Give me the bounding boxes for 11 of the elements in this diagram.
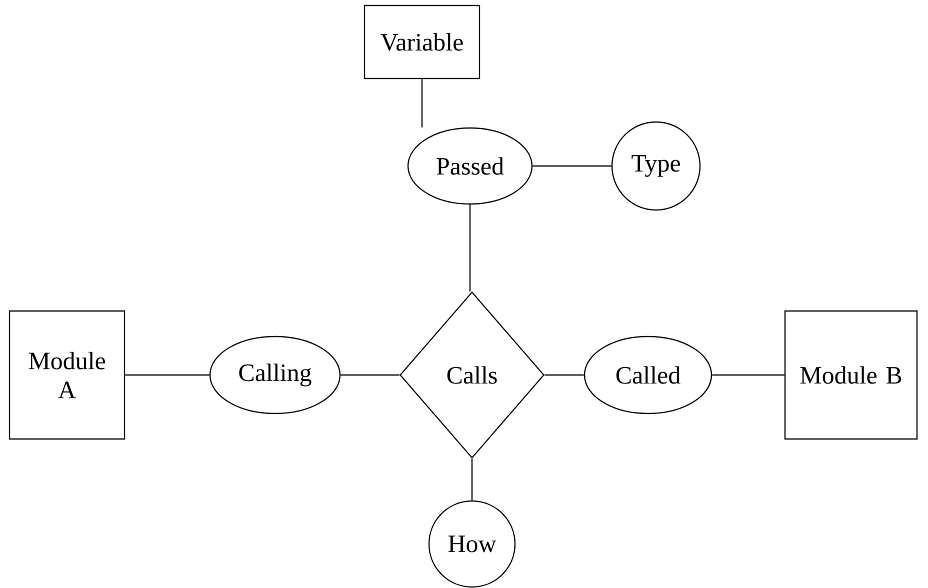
connector-line bbox=[421, 79, 423, 128]
connector-line bbox=[471, 458, 473, 500]
connector-line bbox=[340, 374, 400, 376]
entity-box: Module B bbox=[784, 310, 918, 440]
connector-line bbox=[712, 374, 784, 376]
entity-box: Module A bbox=[8, 310, 126, 440]
connector-line bbox=[544, 374, 584, 376]
entity-box: Variable bbox=[364, 4, 480, 80]
connector-line bbox=[469, 204, 471, 292]
connector-line bbox=[532, 165, 612, 167]
connector-line bbox=[125, 374, 210, 376]
